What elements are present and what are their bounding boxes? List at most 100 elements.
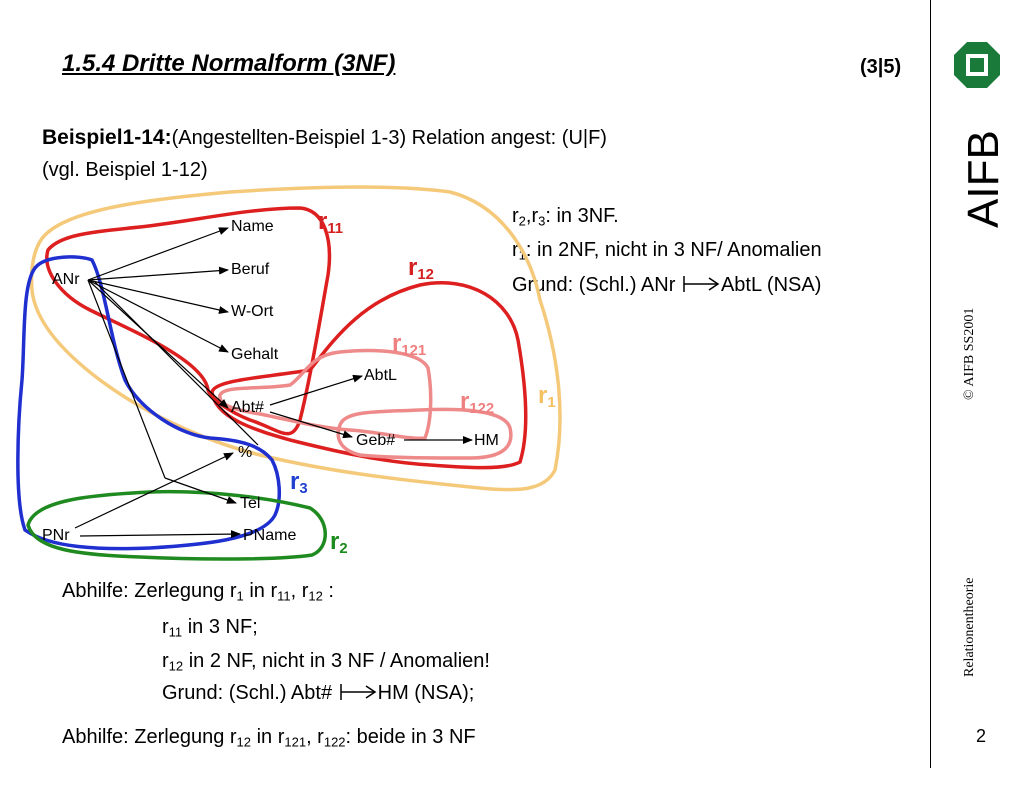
- remedy-text: : beide in 3 NF: [345, 726, 476, 748]
- note-text: : in 3NF.: [545, 205, 619, 227]
- r1-outline: [29, 185, 562, 492]
- remedy-text: Abhilfe: Zerlegung r: [62, 726, 237, 748]
- label-r2: r2: [330, 528, 348, 558]
- sidebar-divider: [930, 0, 931, 768]
- transitive-dependency-arrow-icon: [339, 684, 376, 700]
- label-sub: 11: [327, 221, 344, 238]
- label-sub: 2: [339, 541, 348, 558]
- note-text: r: [512, 205, 519, 227]
- remedy-sub: 121: [284, 734, 307, 750]
- slide-number: 2: [976, 726, 987, 746]
- remedy-line-5: Abhilfe: Zerlegung r12 in r121, r122: be…: [62, 726, 476, 749]
- note-text: AbtL (NSA): [720, 274, 822, 296]
- aifb-logo: AIFB: [950, 100, 1010, 230]
- remedy-sub: 122: [323, 734, 346, 750]
- arrow-pnr-percent: [74, 452, 234, 529]
- remedy-sub: 11: [168, 624, 183, 640]
- label-base: r: [538, 382, 548, 409]
- arrow-anr-abt: [87, 279, 229, 409]
- label-r11: r11: [318, 208, 344, 238]
- attr-hm: HM: [474, 432, 499, 449]
- label-base: r: [330, 528, 340, 555]
- remedy-text: r: [162, 650, 169, 672]
- page-title: 1.5.4 Dritte Normalform (3NF): [62, 50, 396, 77]
- note-text: : in 2NF, nicht in 3 NF/ Anomalien: [525, 239, 822, 261]
- label-sub: 122: [469, 401, 495, 418]
- arrow-abt-abtl: [269, 374, 363, 406]
- remedy-sub: 12: [168, 658, 184, 674]
- attr-pname: PName: [243, 527, 296, 544]
- copyright-text: © AIFB SS2001: [962, 307, 977, 400]
- attr-abtnr: Abt#: [231, 399, 264, 416]
- label-base: r: [408, 254, 418, 281]
- arrow-anr-percent: [94, 281, 259, 446]
- example-description: (Angestellten-Beispiel 1-3) Relation ang…: [171, 127, 607, 149]
- remedy-text: :: [322, 580, 334, 602]
- attr-wort: W-Ort: [231, 303, 274, 320]
- arrow-anr-tel-a: [87, 279, 166, 479]
- aifb-logo-text: AIFB: [959, 130, 1008, 228]
- example-label: Beispiel1-14:: [42, 126, 172, 149]
- remedy-sub: 12: [236, 734, 252, 750]
- r11-outline: [45, 206, 332, 436]
- label-base: r: [318, 208, 328, 235]
- label-sub: 121: [401, 343, 427, 360]
- example-reference: (vgl. Beispiel 1-12): [42, 159, 208, 181]
- note-text: r: [512, 239, 519, 261]
- remedy-line-1: Abhilfe: Zerlegung r1 in r11, r12 :: [62, 580, 334, 603]
- remedy-sub: 11: [277, 588, 291, 604]
- page-indicator: (3|5): [860, 56, 902, 78]
- note-line-2: r1: in 2NF, nicht in 3 NF/ Anomalien: [512, 239, 822, 262]
- label-r3: r3: [290, 468, 308, 498]
- dependency-arrows: [74, 227, 473, 539]
- transitive-dependency-arrow-icon: [683, 276, 720, 292]
- label-base: r: [290, 468, 300, 495]
- attr-percent: %: [238, 444, 252, 461]
- r2-outline: [26, 489, 327, 561]
- label-sub: 12: [417, 267, 434, 284]
- note-text: ,r: [525, 205, 539, 227]
- label-r121: r121: [392, 330, 427, 360]
- label-r122: r122: [460, 388, 495, 418]
- example-heading: Beispiel1-14:(Angestellten-Beispiel 1-3)…: [42, 126, 607, 150]
- label-base: r: [460, 388, 470, 415]
- remedy-sub: 1: [236, 588, 244, 604]
- note-text: Grund: (Schl.) ANr: [512, 274, 676, 296]
- arrow-pnr-pname: [79, 530, 241, 539]
- arrow-anr-gehalt: [87, 279, 229, 353]
- note-line-1: r2,r3: in 3NF.: [512, 205, 619, 228]
- note-sub: 2: [518, 213, 526, 229]
- arrow-abt-geb: [269, 411, 353, 439]
- r121-outline: [218, 348, 433, 441]
- arrow-anr-tel-b: [164, 477, 237, 504]
- copyright-wrap: © AIFB SS2001: [962, 308, 982, 540]
- remedy-text: Abhilfe: Zerlegung r: [62, 580, 237, 602]
- note-line-3: Grund: (Schl.) ANr AbtL (NSA): [512, 274, 821, 297]
- remedy-text: Grund: (Schl.) Abt#: [162, 682, 333, 704]
- r122-outline: [336, 407, 513, 460]
- topic-text: Relationentheorie: [962, 577, 977, 677]
- remedy-text: r: [162, 616, 169, 638]
- note-sub: 1: [518, 247, 526, 263]
- aifb-logo-icon: [954, 42, 1000, 88]
- remedy-sub: 12: [308, 588, 323, 604]
- arrow-anr-name: [87, 227, 229, 281]
- remedy-text: , r: [290, 580, 309, 602]
- remedy-line-2: r11 in 3 NF;: [162, 616, 258, 639]
- remedy-text: in 3 NF;: [182, 616, 258, 638]
- remedy-text: in r: [251, 726, 285, 748]
- note-sub: 3: [538, 213, 546, 229]
- label-base: r: [392, 330, 402, 357]
- dependency-diagram: Name Beruf W-Ort Gehalt ANr AbtL Abt# Ge…: [16, 185, 562, 561]
- remedy-text: in 2 NF, nicht in 3 NF / Anomalien!: [183, 650, 490, 672]
- attr-name: Name: [231, 218, 274, 235]
- remedy-text: , r: [306, 726, 324, 748]
- attr-gebnr: Geb#: [356, 432, 395, 449]
- remedy-line-3: r12 in 2 NF, nicht in 3 NF / Anomalien!: [162, 650, 490, 673]
- label-sub: 3: [299, 481, 308, 498]
- r3-outline: [16, 255, 281, 551]
- attr-abtl: AbtL: [364, 367, 397, 384]
- remedy-line-4: Grund: (Schl.) Abt# HM (NSA);: [162, 682, 474, 705]
- attr-beruf: Beruf: [231, 261, 270, 278]
- attr-pnr: PNr: [42, 527, 70, 544]
